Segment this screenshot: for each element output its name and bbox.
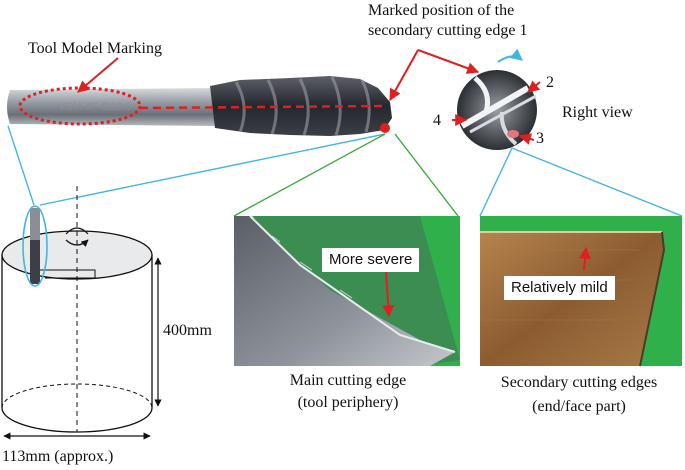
workpiece-cylinder xyxy=(2,186,158,436)
leader-lines xyxy=(8,126,682,216)
marked-position-arrow-right xyxy=(418,50,478,72)
rotation-arrow-icon xyxy=(498,56,522,62)
marking-arrow xyxy=(78,58,118,92)
edge-3-marker xyxy=(507,130,519,138)
main-edge-micrograph xyxy=(234,216,460,366)
right-view-end-face xyxy=(452,56,540,150)
tool-engraving: VSM-4F-D10.0 xyxy=(58,101,131,113)
marked-position-dot xyxy=(380,123,390,133)
end-mill-side-view: VSM-4F-D10.0 xyxy=(7,76,392,136)
marked-position-arrow-left xyxy=(390,50,418,100)
secondary-edge-micrograph xyxy=(480,216,682,366)
